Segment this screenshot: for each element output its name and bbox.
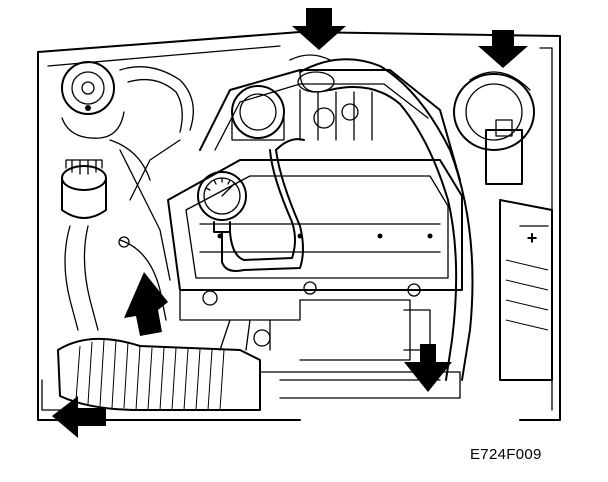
gauge-icon [197,138,305,272]
throttle-body-area [199,54,461,181]
battery-plus-label: + [527,228,538,248]
battery: + [499,199,553,381]
brake-reservoir [453,71,535,185]
lower-engine [118,236,431,361]
strut-tower [61,61,125,139]
arrow-icon-top-center [292,8,346,50]
arrow-icon-mid-right [404,344,452,392]
valve-cover [167,159,463,321]
figure-code: E724F009 [470,446,542,463]
intake-hose [297,58,474,381]
arrow-icon-bottom-left [52,396,106,438]
corrugated-hose [57,337,461,411]
arrow-icon-top-right [478,30,528,68]
arrow-icon-mid-left [124,272,168,336]
left-hoses [109,66,194,281]
expansion-tank-cap [231,85,285,141]
power-steering-reservoir [61,159,107,331]
